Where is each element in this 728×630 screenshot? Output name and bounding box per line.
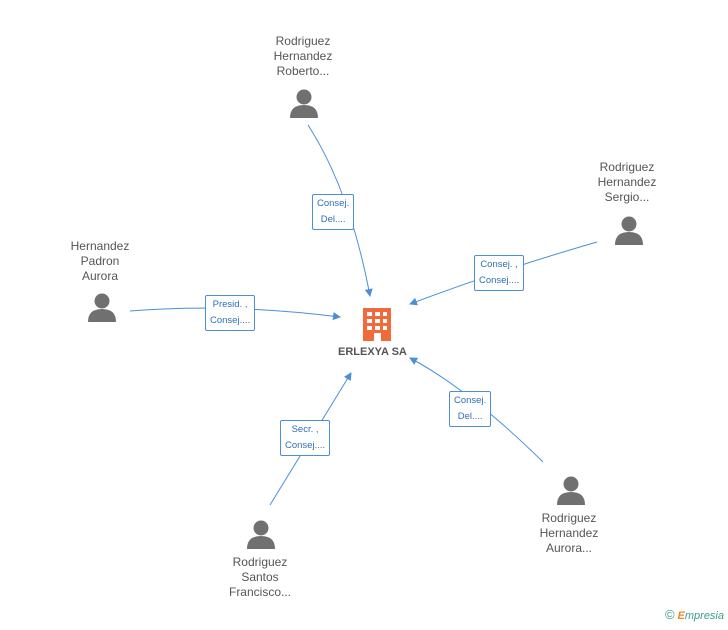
person-icon[interactable] <box>290 89 318 119</box>
edge-label-role[interactable]: Consej. Del.... <box>312 194 355 230</box>
empresia-watermark[interactable]: ©Empresia <box>665 607 724 622</box>
person-name[interactable]: Rodriguez Hernandez Sergio... <box>567 160 687 205</box>
edge-label-line: Consej.... <box>285 440 326 451</box>
person-name-line: Aurora... <box>545 541 593 555</box>
person-name-line: Francisco... <box>228 585 291 599</box>
edge-label-line: Presid. , <box>212 299 248 310</box>
person-icon[interactable] <box>557 476 585 506</box>
edge-label-line: Del.... <box>457 411 483 422</box>
brand-initial: E <box>677 610 685 622</box>
person-name[interactable]: Rodriguez Santos Francisco... <box>200 555 320 600</box>
edge-label-role[interactable]: Secr. , Consej.... <box>280 420 331 456</box>
person-name[interactable]: Rodriguez Hernandez Aurora... <box>509 511 629 556</box>
person-name-line: Roberto... <box>276 64 330 78</box>
person-name-line: Padron <box>80 254 120 268</box>
edge-label-line: Consej. <box>454 395 487 406</box>
edge-label-line: Del.... <box>320 214 346 225</box>
person-name-line: Hernandez <box>597 175 657 189</box>
person-name-line: Rodriguez <box>232 555 288 569</box>
person-icon[interactable] <box>247 520 275 550</box>
person-name-line: Santos <box>241 570 279 584</box>
edge-label-line: Consej. , <box>480 259 518 270</box>
copyright-icon: © <box>664 607 675 622</box>
building-icon[interactable] <box>363 308 391 341</box>
edge-label-role[interactable]: Consej. Del.... <box>449 391 492 427</box>
company-name[interactable]: ERLEXYA SA <box>338 346 407 358</box>
person-name-line: Aurora <box>81 269 119 283</box>
edge-label-role[interactable]: Presid. , Consej.... <box>205 295 256 331</box>
edge-label-line: Consej.... <box>479 275 520 286</box>
edge-label-line: Secr. , <box>291 424 319 435</box>
person-icon[interactable] <box>88 293 116 323</box>
edge-label-role[interactable]: Consej. , Consej.... <box>474 255 525 291</box>
person-name-line: Rodriguez <box>541 511 597 525</box>
person-name-line: Sergio... <box>604 190 650 204</box>
edge-label-line: Consej. <box>317 198 350 209</box>
person-name-line: Rodriguez <box>275 34 331 48</box>
person-name-line: Hernandez <box>70 239 130 253</box>
person-icon[interactable] <box>615 216 643 246</box>
person-name[interactable]: Hernandez Padron Aurora <box>40 239 160 284</box>
edge-label-line: Consej.... <box>210 315 251 326</box>
brand-name: mpresia <box>684 610 724 622</box>
person-name-line: Hernandez <box>273 49 333 63</box>
person-name-line: Hernandez <box>539 526 599 540</box>
person-name[interactable]: Rodriguez Hernandez Roberto... <box>243 34 363 79</box>
person-name-line: Rodriguez <box>599 160 655 174</box>
